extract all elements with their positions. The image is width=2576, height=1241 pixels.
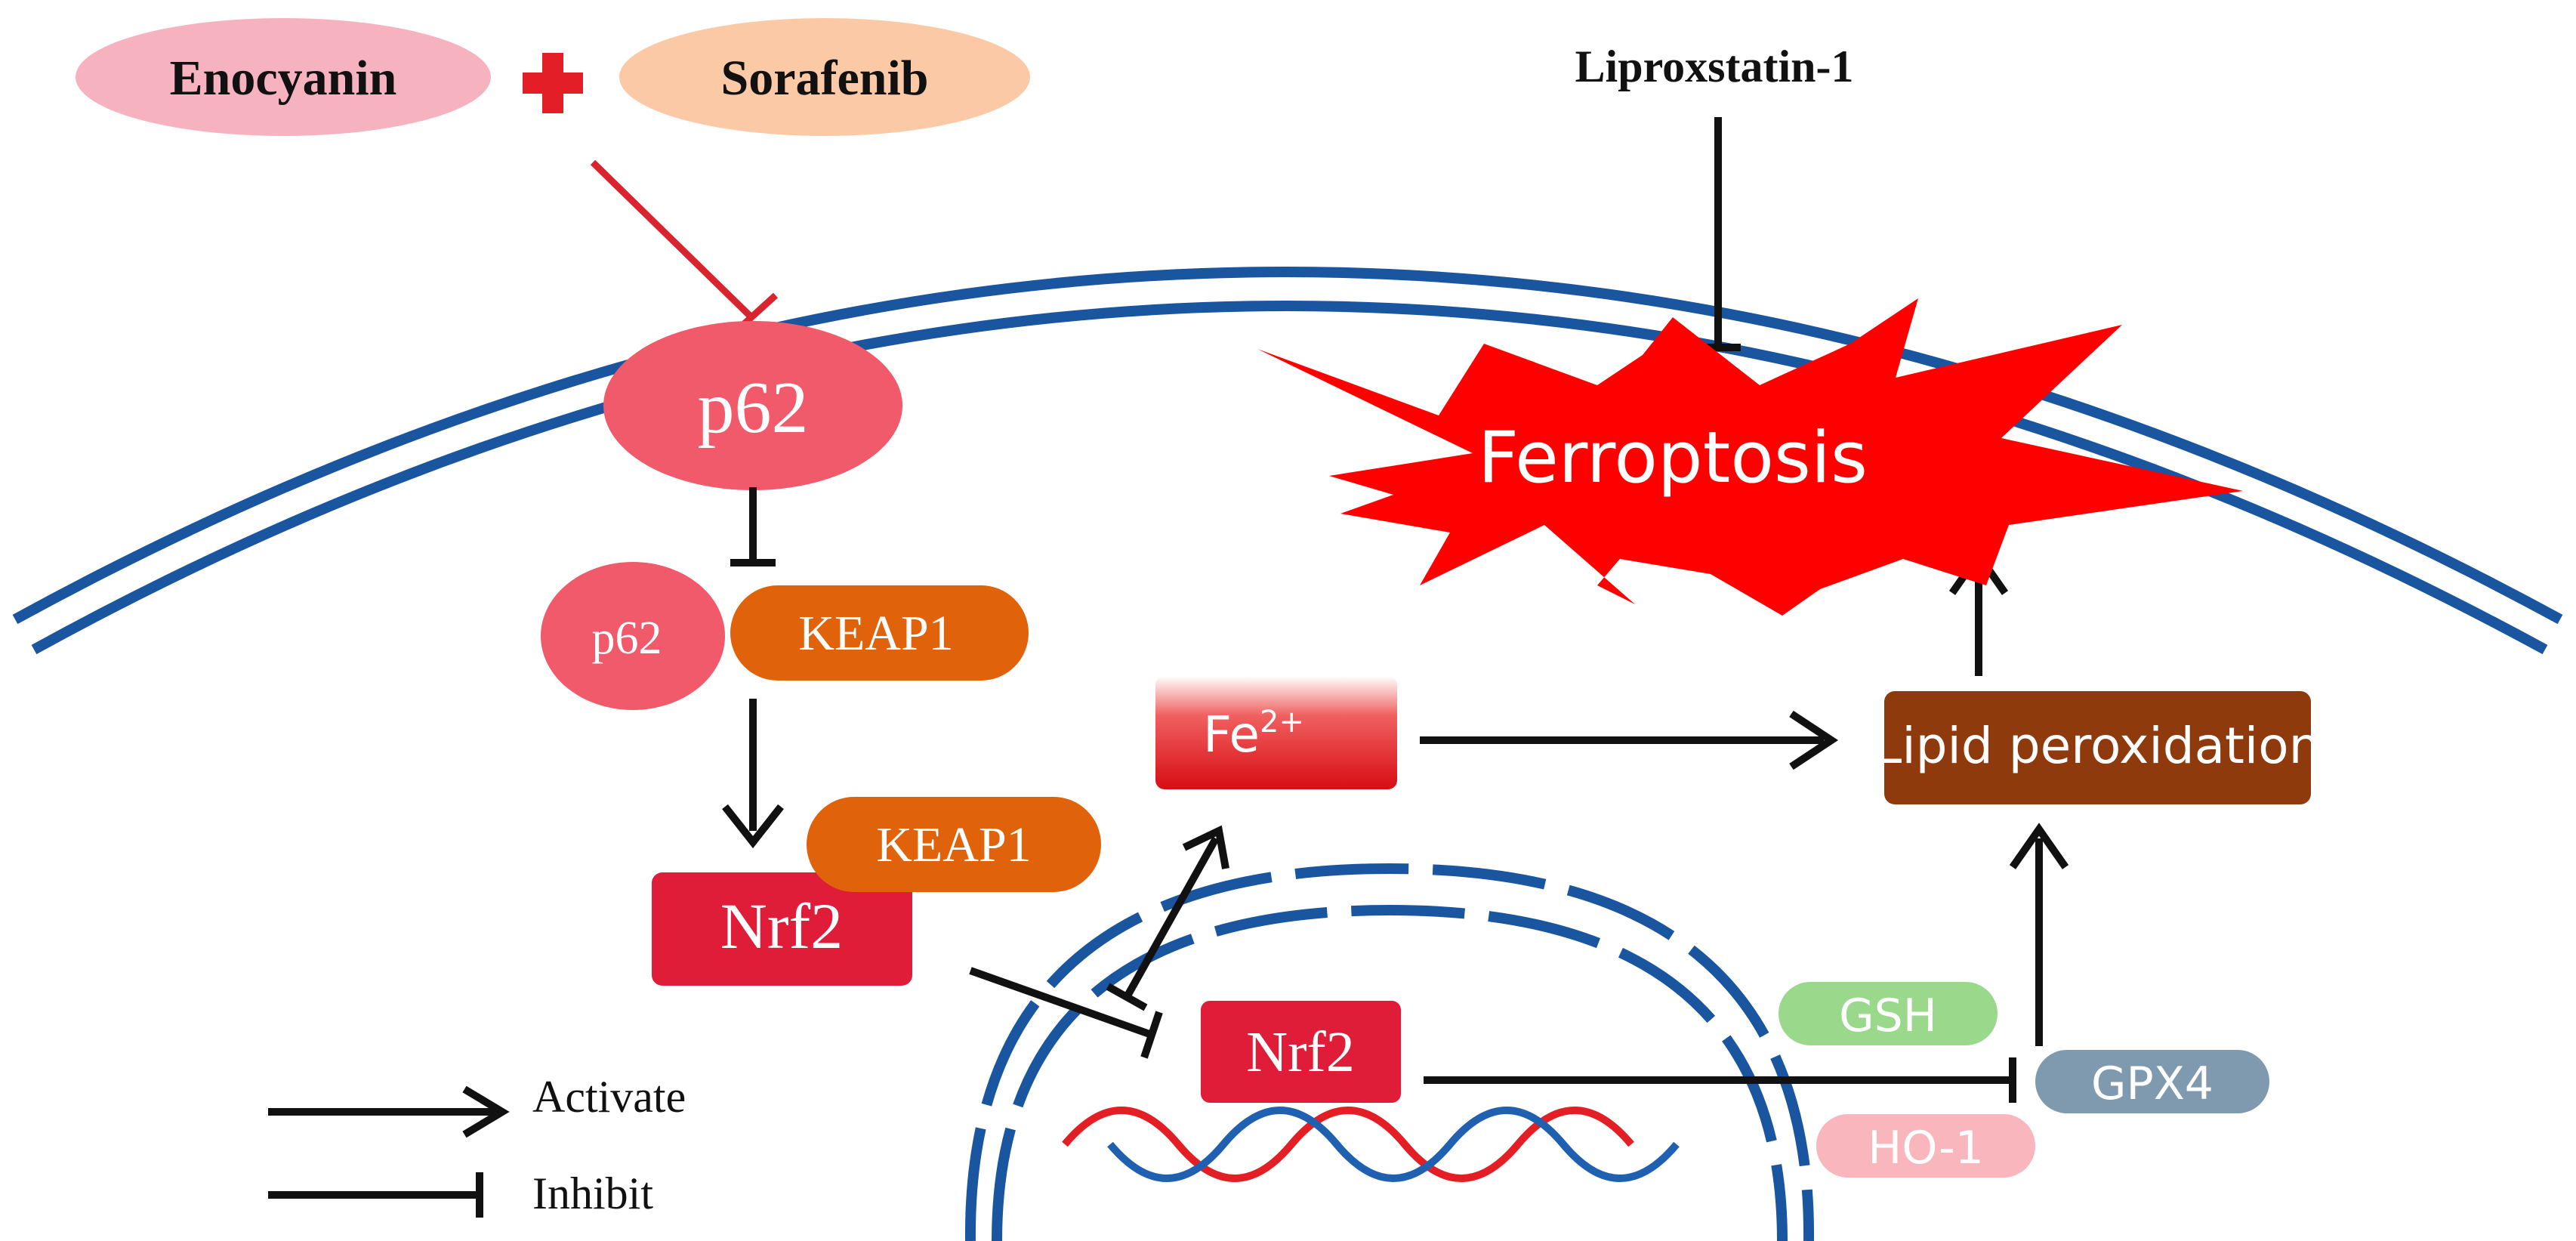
sorafenib-node: [619, 18, 1030, 136]
keap1-free-node: [807, 797, 1101, 892]
legend-inhibit-label: Inhibit: [532, 1168, 653, 1218]
enocyanin-node: [76, 18, 491, 136]
lipid-peroxidation-label: Lipid peroxidation: [1874, 717, 2321, 775]
ho1-node: [1816, 1114, 2035, 1178]
fe2-label: Fe2+: [1203, 705, 1304, 764]
lipid-peroxidation-node: [1884, 691, 2311, 804]
keap1-bound-node: [730, 585, 1029, 681]
enocyanin-label: Enocyanin: [170, 51, 397, 106]
nrf2-inhibit-gpx4-edge: [1424, 1057, 2016, 1103]
legend: Activate Inhibit: [268, 1072, 686, 1218]
drug-inhibit-p62-edge: [590, 159, 779, 342]
legend-inhibit-bar: [268, 1172, 483, 1218]
keap1-bound-label: KEAP1: [798, 606, 953, 661]
p62-complex-node: [541, 562, 725, 710]
nrf2-to-nucleus-edge: [969, 967, 1163, 1059]
fe2-node: [1155, 676, 1397, 789]
plus-icon: [523, 53, 583, 113]
nrf2-cytoplasm-node: [652, 872, 912, 986]
sorafenib-label: Sorafenib: [720, 51, 928, 106]
p62-node: [603, 321, 902, 490]
gpx4-node: [2035, 1050, 2269, 1113]
cell-membrane: [12, 267, 2563, 655]
complex-to-nrf2-edge: [722, 699, 784, 849]
dna-helix: [1062, 1107, 1680, 1182]
ferroptosis-burst: [1257, 298, 2243, 616]
nrf2-nucleus-node: [1201, 1001, 1401, 1103]
fe2-charge: 2+: [1260, 705, 1304, 739]
nrf2-to-fe2-edge: [1106, 825, 1229, 1011]
ferroptosis-label: Ferroptosis: [1478, 417, 1868, 499]
nuclear-membrane: [964, 863, 1815, 1241]
gpx4-to-lipid-edge: [2009, 823, 2069, 1046]
p62-complex-label: p62: [592, 613, 662, 664]
fe2-to-lipid-edge: [1420, 710, 1839, 770]
legend-activate-label: Activate: [532, 1072, 686, 1122]
gpx4-label: GPX4: [2091, 1057, 2214, 1110]
nrf2-nucleus-label: Nrf2: [1246, 1020, 1355, 1084]
ho1-label: HO-1: [1868, 1122, 1984, 1175]
fe2-base: Fe: [1203, 705, 1260, 764]
liproxstatin-label: Liproxstatin-1: [1575, 42, 1854, 91]
legend-activate-arrow: [268, 1085, 510, 1138]
gsh-node: [1779, 982, 1998, 1045]
p62-label: p62: [698, 367, 809, 449]
gsh-label: GSH: [1839, 989, 1937, 1042]
keap1-free-label: KEAP1: [876, 817, 1031, 872]
nrf2-cytoplasm-label: Nrf2: [720, 890, 843, 962]
p62-inhibit-complex-edge: [730, 487, 776, 566]
